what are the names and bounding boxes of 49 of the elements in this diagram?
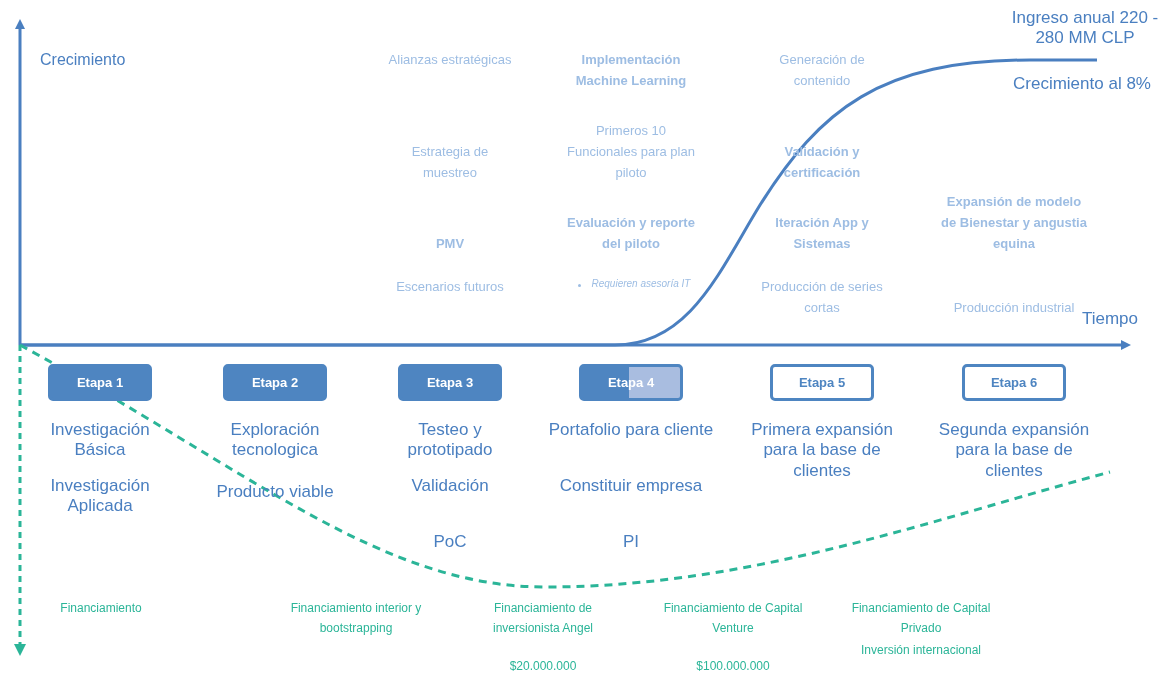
funding-text: Financiamiento de inversionista Angel xyxy=(491,600,595,638)
stage-box xyxy=(770,364,874,401)
stage-box xyxy=(962,364,1066,401)
milestone-text: Estrategia de muestreo xyxy=(410,143,490,182)
stage-description: Validación xyxy=(410,476,490,497)
stage-description: PI xyxy=(621,532,641,553)
stage-description: Investigación Básica xyxy=(49,420,151,461)
milestone-text: Implementación Machine Learning xyxy=(574,51,688,90)
stage-label: Etapa 2 xyxy=(251,375,299,390)
stage-label: Etapa 5 xyxy=(798,375,846,390)
stage-description: Testeo y prototipado xyxy=(406,420,494,461)
funding-text: Financiamiento de Capital Privado xyxy=(850,600,992,638)
milestone-text: PMV xyxy=(434,235,466,253)
funding-text: Financiamiento de Capital Venture xyxy=(662,600,804,638)
funding-text: Financiamiento interior y bootstrapping xyxy=(289,600,423,638)
stage-label: Etapa 4 xyxy=(607,375,655,390)
milestone-text: Producción industrial xyxy=(952,299,1076,317)
stage-box xyxy=(48,364,152,401)
note-text: Requieren asesoría IT xyxy=(590,278,692,291)
funding-text: Inversión internacional xyxy=(859,642,983,659)
stage-description: Portafolio para cliente xyxy=(547,420,715,441)
funding-amount: $20.000.000 xyxy=(508,658,578,675)
axis-title: Crecimiento xyxy=(40,50,127,70)
stage-description: Primera expansión para la base de clientes xyxy=(750,420,894,482)
stage-label: Etapa 6 xyxy=(990,375,1038,390)
stage-label: Etapa 3 xyxy=(426,375,474,390)
funding-text: Financiamiento xyxy=(59,600,143,617)
milestone-text: Generación de contenido xyxy=(778,51,866,90)
stage-box xyxy=(398,364,502,401)
milestone-text: Expansión de modelo de Bienestar y angustia equina xyxy=(940,193,1088,253)
milestone-text: Primeros 10 Funcionales para plan piloto xyxy=(566,122,696,182)
stage-label: Etapa 1 xyxy=(76,375,124,390)
milestone-text: Iteración App y Sistemas xyxy=(774,214,870,253)
revenue-note: Ingreso anual 220 - 280 MM CLP xyxy=(1010,8,1160,49)
stage-description: PoC xyxy=(432,532,468,553)
milestone-text: Evaluación y reporte del piloto xyxy=(566,214,696,253)
stage-description: Exploración tecnologica xyxy=(229,420,321,461)
milestone-text: Alianzas estratégicas xyxy=(387,51,513,69)
stage-box xyxy=(579,364,683,401)
stage-box xyxy=(223,364,327,401)
axis-title: Tiempo xyxy=(1080,309,1140,330)
stage-description: Producto viable xyxy=(215,482,335,503)
stage-description: Investigación Aplicada xyxy=(49,476,151,517)
milestone-text: Producción de series cortas xyxy=(760,278,884,317)
growth-note: Crecimiento al 8% xyxy=(1012,74,1152,95)
stage-description: Constituir empresa xyxy=(558,476,704,497)
funding-amount: $100.000.000 xyxy=(695,658,771,675)
stage-description: Segunda expansión para la base de clientes xyxy=(937,420,1091,482)
milestone-text: Escenarios futuros xyxy=(395,278,505,296)
